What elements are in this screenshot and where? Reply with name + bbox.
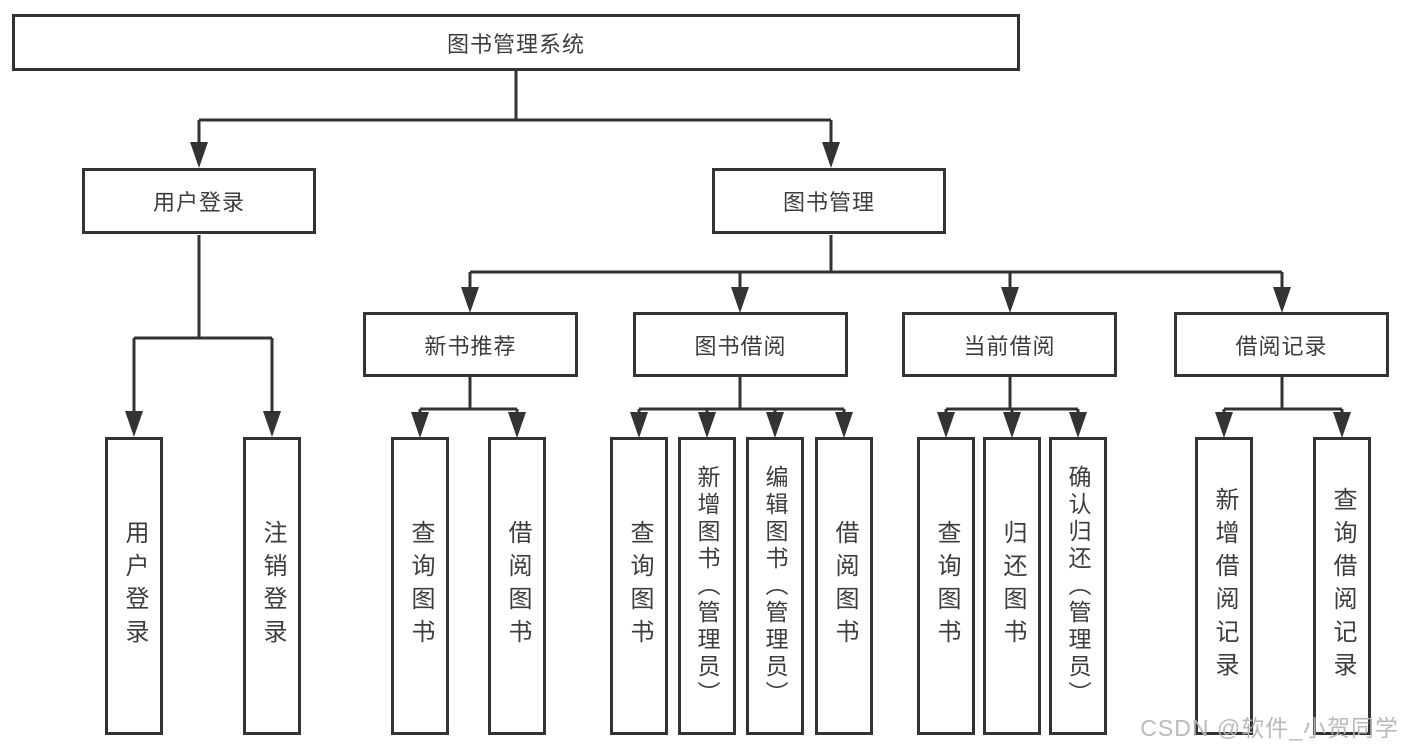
leaf-add-borrow-record: 新增借阅记录 — [1195, 437, 1253, 735]
node-library-management-system: 图书管理系统 — [12, 14, 1020, 71]
leaf-edit-books-admin: 编辑图书（管理员） — [746, 437, 804, 735]
leaf-borrow-books-2: 借阅图书 — [815, 437, 873, 735]
node-user-login: 用户登录 — [82, 168, 316, 234]
leaf-user-login: 用户登录 — [105, 437, 163, 735]
node-borrowing-records: 借阅记录 — [1174, 312, 1389, 377]
leaf-borrow-books-1: 借阅图书 — [488, 437, 546, 735]
leaf-query-books-1: 查询图书 — [391, 437, 449, 735]
leaf-query-borrow-record: 查询借阅记录 — [1313, 437, 1371, 735]
csdn-watermark: CSDN @软件_小贺同学 — [1140, 715, 1399, 741]
leaf-add-books-admin: 新增图书（管理员） — [678, 437, 736, 735]
leaf-return-books: 归还图书 — [983, 437, 1041, 735]
leaf-query-books-2: 查询图书 — [610, 437, 668, 735]
leaf-logout: 注销登录 — [243, 437, 301, 735]
node-book-borrowing: 图书借阅 — [633, 312, 848, 377]
leaf-confirm-return-admin: 确认归还（管理员） — [1049, 437, 1107, 735]
leaf-query-books-3: 查询图书 — [917, 437, 975, 735]
node-current-borrowing: 当前借阅 — [902, 312, 1117, 377]
node-new-book-recommendation: 新书推荐 — [363, 312, 578, 377]
node-book-management: 图书管理 — [712, 168, 946, 234]
